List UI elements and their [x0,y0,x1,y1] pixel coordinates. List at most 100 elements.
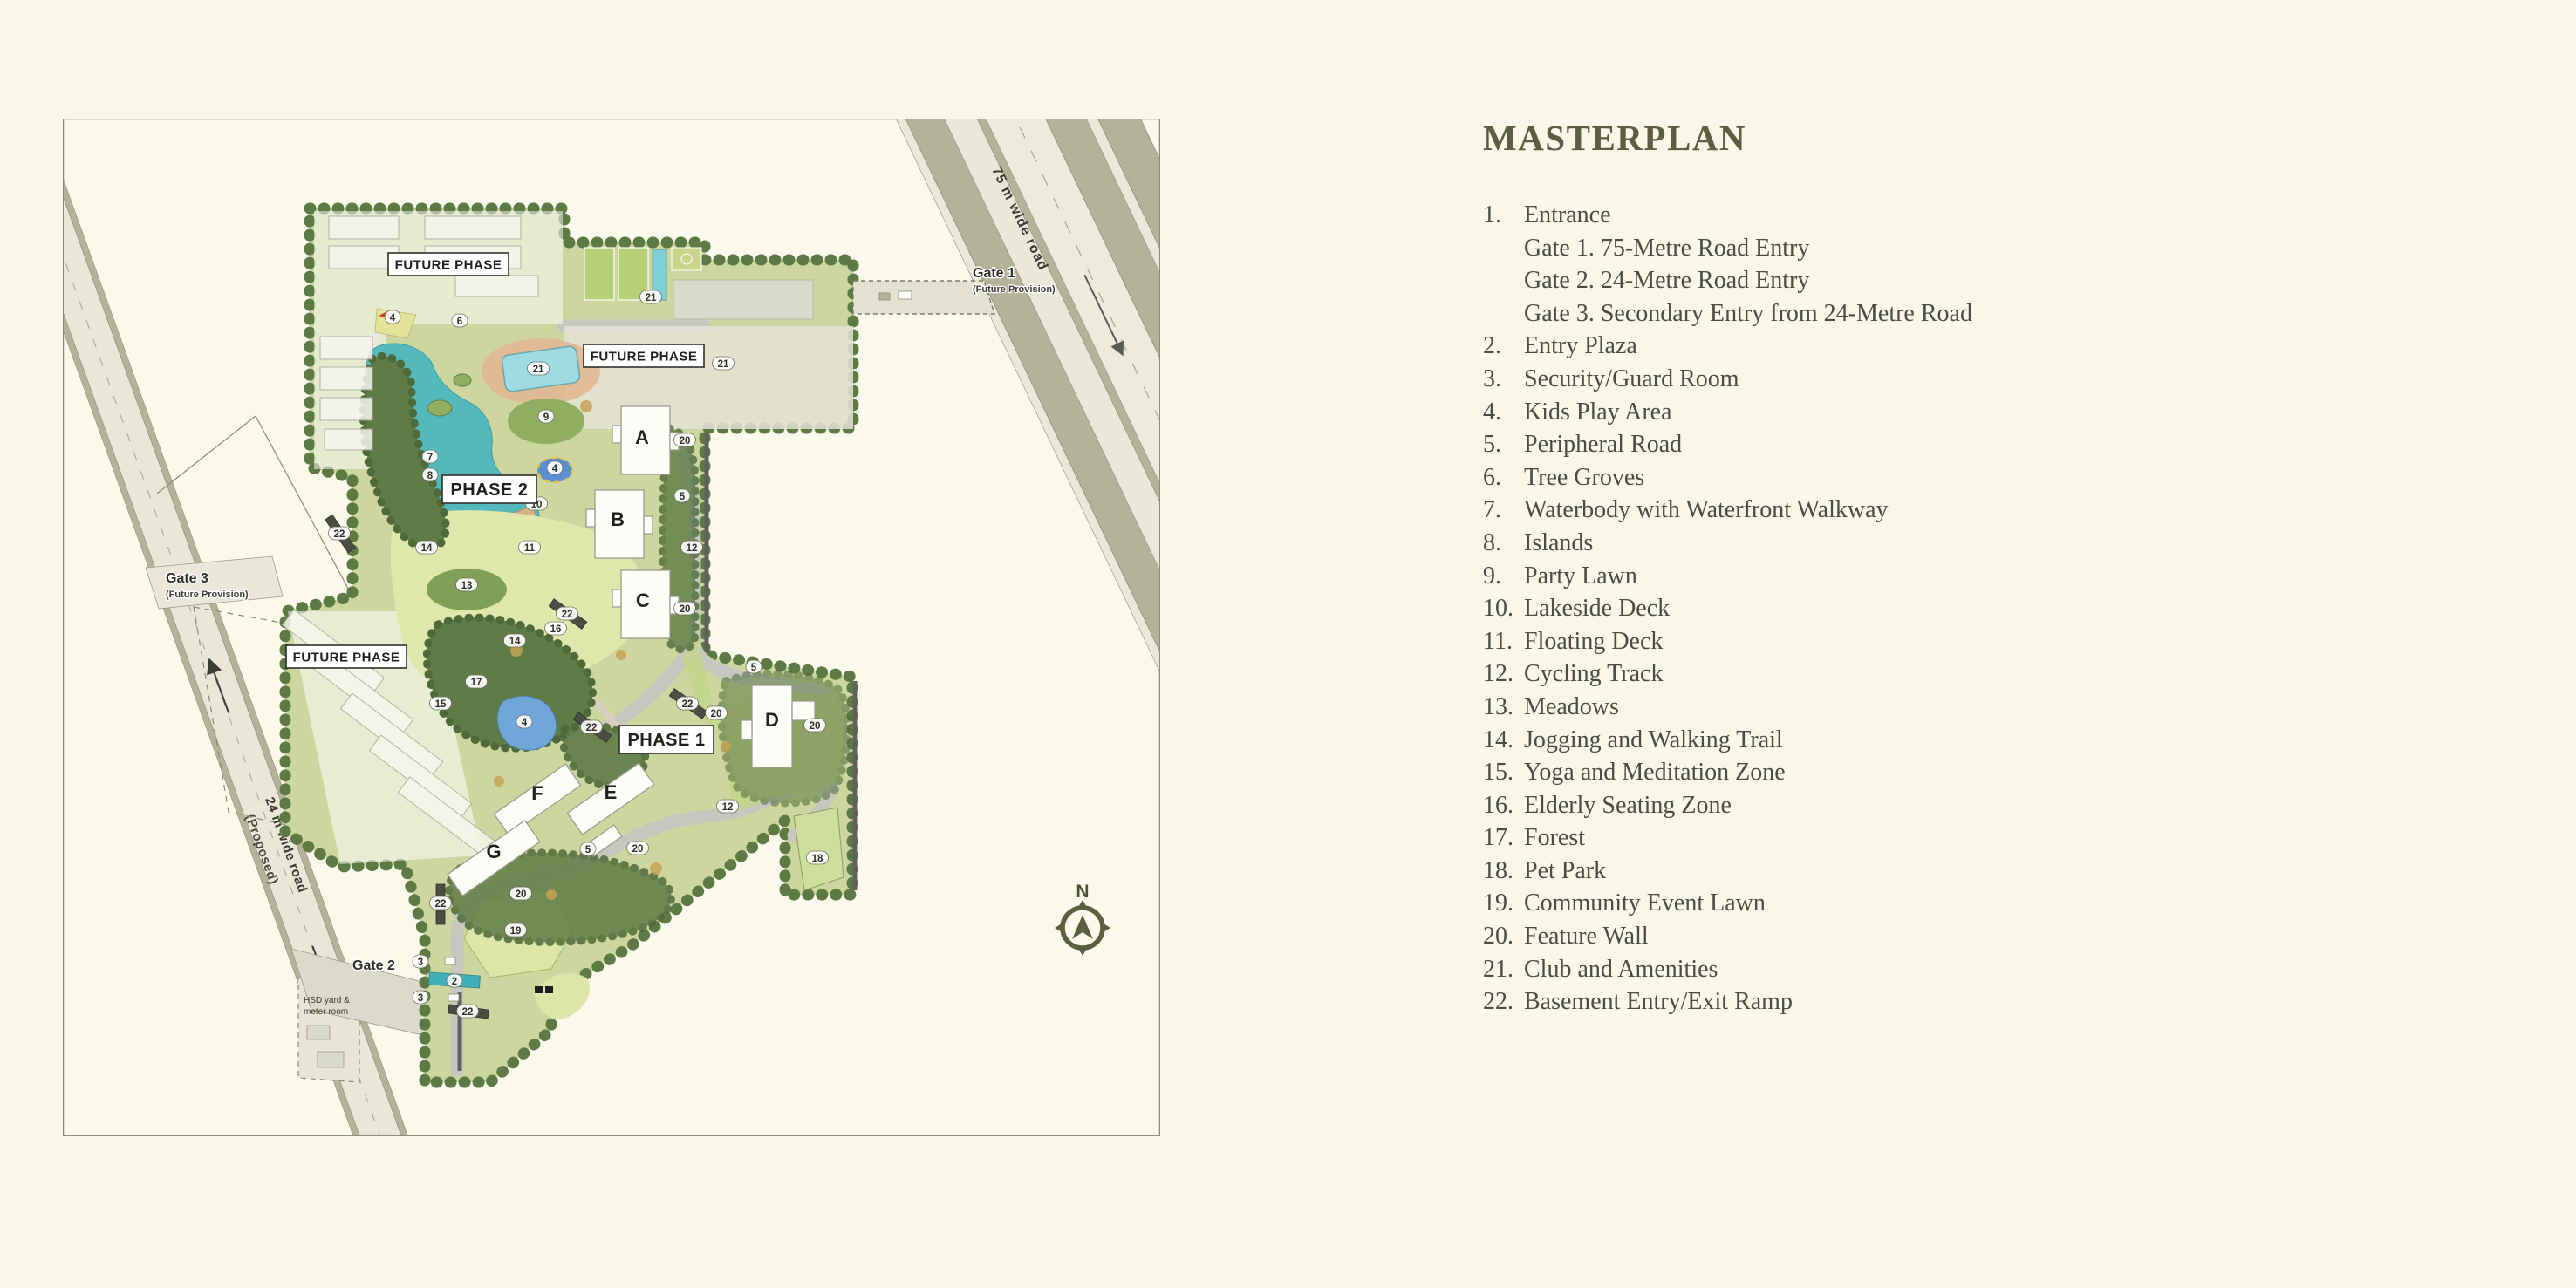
map-marker-chip [639,290,662,304]
legend-item: 4.Kids Play Area [1483,396,2198,429]
gate3-spur-road [145,555,284,610]
legend-item-number: 17. [1483,824,1513,852]
legend-item-number: 15. [1483,759,1513,787]
legend-item-label: Community Event Lawn [1524,889,1766,917]
phase-label-box [387,252,509,276]
masterplan-map: 75 m wide road 24 m wide road (Proposed) [62,118,1161,1137]
map-marker-chip [705,705,728,720]
legend-item-number: 3. [1483,365,1501,392]
legend-item: 19.Community Event Lawn [1483,887,2198,920]
legend-item-label: Jogging and Walking Trail [1524,726,1783,753]
map-marker-number: 14 [509,637,521,647]
map-marker-chip [429,896,452,910]
legend-item-number: 16. [1483,791,1513,819]
legend-item-label: Islands [1524,528,1594,556]
map-marker-chip [716,799,739,814]
map-marker-chip [673,433,696,447]
gate-label: Gate 3 [166,571,208,586]
phase-label-box [618,725,714,754]
legend-item-label: Peripheral Road [1524,431,1683,459]
map-marker-chip [451,313,468,328]
building-letter: B [611,508,625,530]
map-marker-number: 5 [680,492,686,502]
map-marker-number: 4 [522,718,528,728]
legend-item-number: 10. [1483,595,1513,623]
legend-item: 17. Forest [1483,821,2198,855]
legend-item-label: Lakeside Deck [1524,595,1671,623]
legend-item: 3. Security/Guard Room [1483,363,2198,396]
phase-label-box [285,644,407,669]
building-letter: C [636,589,650,611]
map-marker-number: 12 [687,543,698,554]
map-marker-number: 9 [543,412,549,423]
gate2-entry [306,957,553,1068]
legend-item: Gate 1. 75-Metre Road Entry [1483,232,2198,265]
map-art: 75 m wide road 24 m wide road (Proposed) [64,119,1159,1135]
map-marker-chip [544,621,567,636]
map-marker-chip [580,719,603,734]
map-marker-chip [673,601,696,616]
map-marker-chip [503,633,526,648]
legend-item-number [1483,297,1524,331]
legend-item: 16.Elderly Seating Zone [1483,789,2198,822]
legend-item: 5. Peripheral Road [1483,428,2198,461]
legend-item: 6. Tree Groves [1483,461,2198,494]
map-marker-number: 21 [718,359,729,370]
map-marker-chip [384,310,401,324]
map-marker-chip [806,850,829,865]
legend-item-number: 18. [1483,856,1513,884]
map-marker-number: 21 [646,293,657,303]
legend-item-number: 6. [1483,463,1501,491]
legend-item-label: Floating Deck [1524,627,1664,655]
map-marker-number: 4 [390,313,396,324]
legend-item-label: Meadows [1524,692,1619,720]
map-marker-number: 20 [632,844,644,855]
legend-item-number: 12. [1483,660,1513,688]
legend-item: Gate 2. 24-Metre Road Entry [1483,264,2198,297]
map-marker-chip [465,674,488,689]
legend-item: 12.Cycling Track [1483,658,2198,691]
hsd-yard-label: HSD yard & meter room [304,996,350,1017]
gate-label: Gate 2 [352,958,395,973]
phase-label-box [441,474,537,504]
legend-item: 1.Entrance [1483,199,2198,232]
legend-item-label: Kids Play Area [1524,398,1672,426]
map-marker-chip [680,540,703,555]
map-marker-chip [504,923,527,937]
gate-sub-label: (Future Provision) [973,284,1056,295]
map-marker-number: 20 [516,889,527,900]
legend-item-number: 5. [1483,431,1501,459]
map-marker-chip [673,488,691,503]
legend-item-label: Forest [1524,824,1585,852]
map-marker-number: 20 [680,436,691,446]
legend-item-number [1483,232,1524,265]
legend-item: 22.Basement Entry/Exit Ramp [1483,985,2198,1019]
map-marker-chip [803,718,826,733]
legend-item-label: Security/Guard Room [1524,365,1739,392]
map-marker-number: 22 [462,1007,474,1018]
legend-item: 20.Feature Wall [1483,920,2198,953]
map-marker-chip [415,540,438,555]
map-marker-number: 5 [751,663,757,673]
legend-item-label: Yoga and Meditation Zone [1524,759,1786,787]
map-marker-number: 16 [550,624,562,635]
building-letter: G [486,841,501,862]
map-marker-chip [527,361,550,376]
map-marker-number: 21 [533,365,544,375]
map-marker-number: 19 [510,926,522,937]
building-letter: D [765,709,779,731]
legend-item-label: Gate 1. 75-Metre Road Entry [1524,234,1810,262]
phase-label: PHASE 1 [627,731,705,750]
road-24m: 24 m wide road (Proposed) [64,119,526,1135]
legend-item-number: 11. [1483,627,1513,655]
map-marker-number: 22 [586,723,598,733]
map-marker-chip [518,540,541,555]
legend-item-label: Tree Groves [1524,463,1645,491]
road-75m: 75 m wide road [865,119,1159,1135]
map-marker-chip [421,467,439,482]
map-marker-number: 22 [435,899,447,910]
legend-item-number: 14. [1483,726,1513,753]
map-marker-chip [509,886,532,901]
